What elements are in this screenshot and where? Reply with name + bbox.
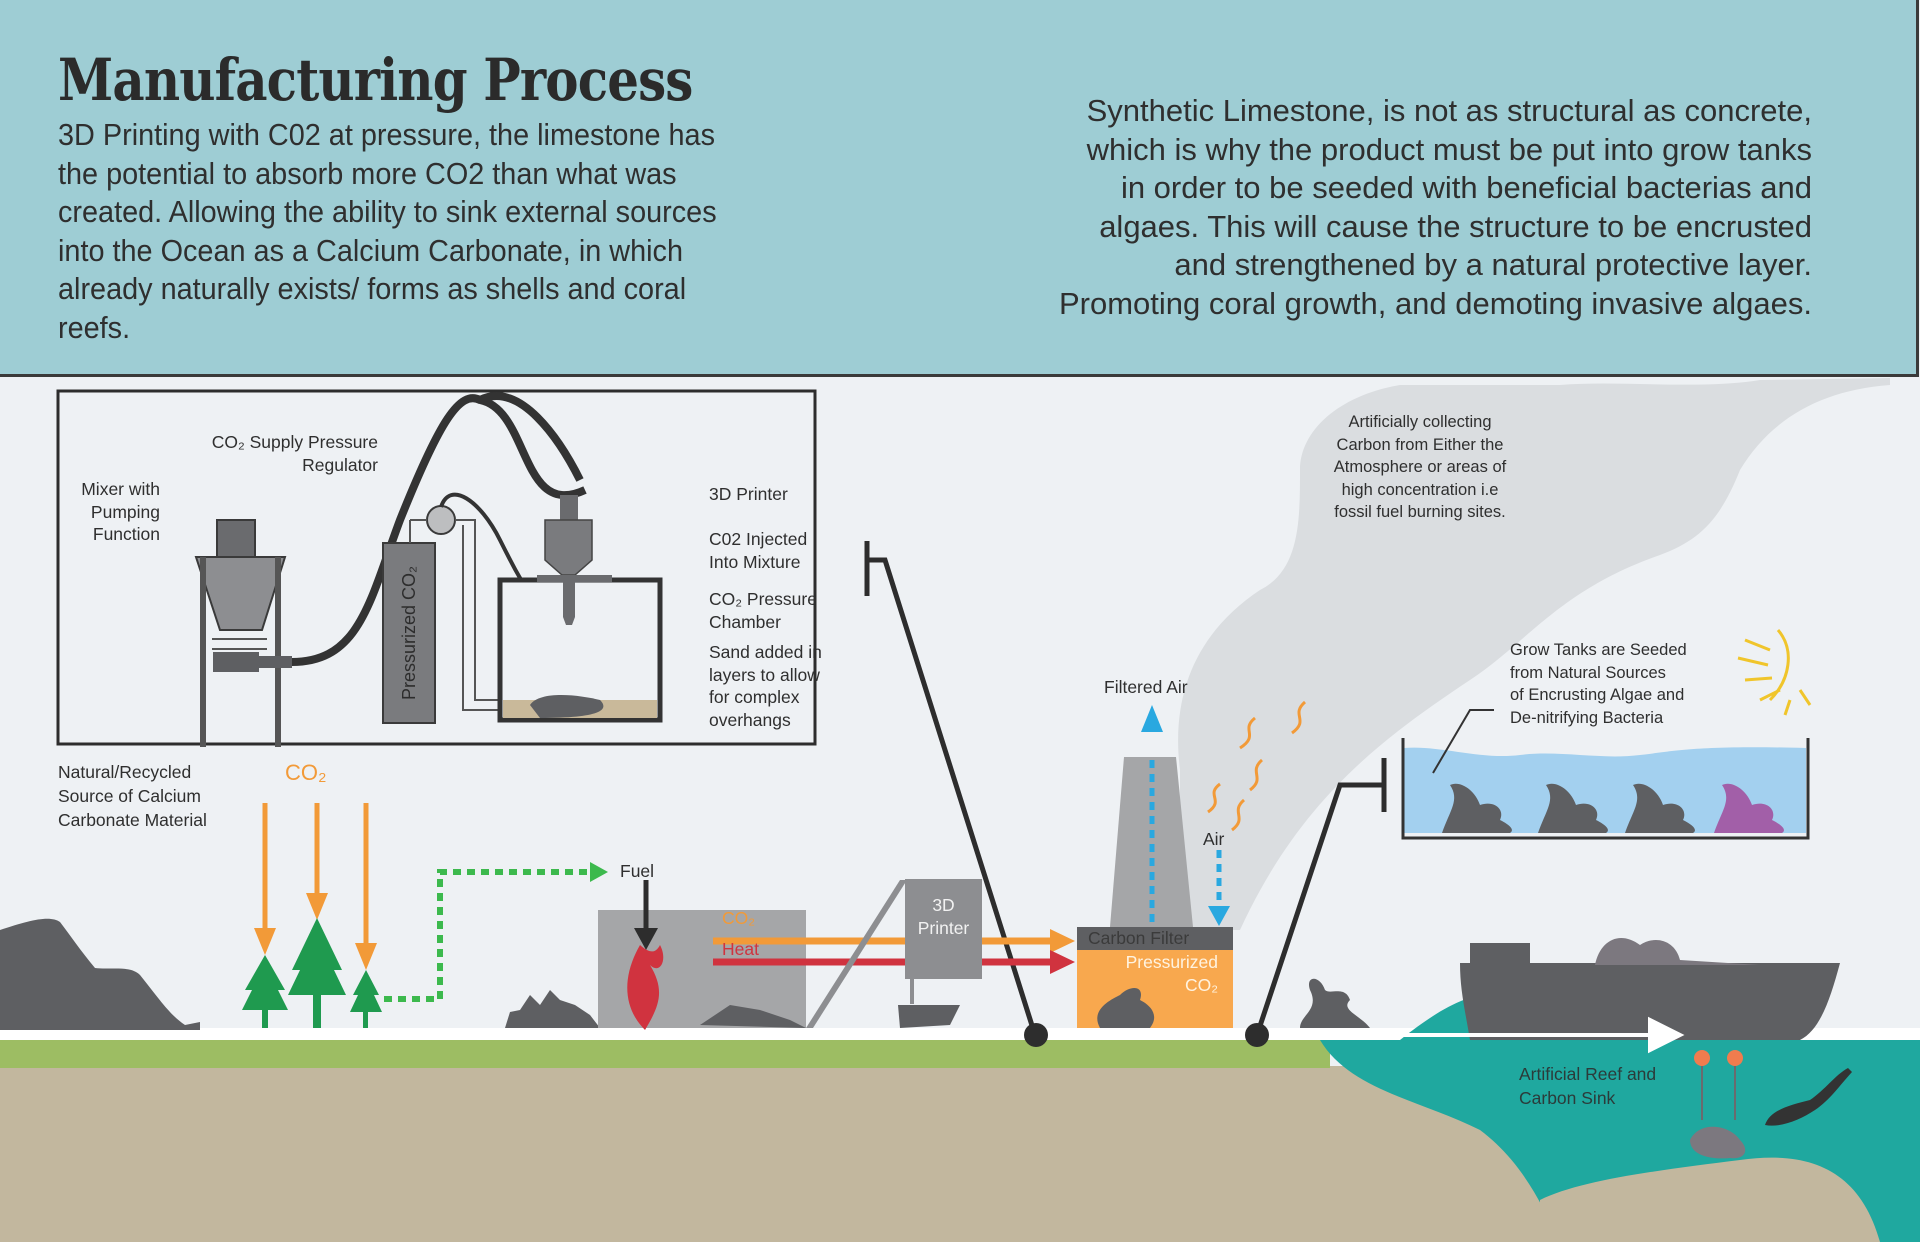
label-line: Function xyxy=(92,524,160,544)
label-line: high concentration i.e xyxy=(1341,480,1499,499)
ship-arrow xyxy=(1330,1016,1685,1054)
label-line: Carbon from Either the xyxy=(1336,435,1504,454)
page-title: Manufacturing Process xyxy=(58,46,693,114)
grass-strip xyxy=(0,1040,1330,1068)
label-line: of Encrusting Algae and xyxy=(1510,686,1685,704)
label-filtered-air: Filtered Air xyxy=(1104,677,1188,697)
label-line: Printer xyxy=(917,917,970,938)
tank-label: Pressurized CO₂ xyxy=(399,566,419,700)
chimney xyxy=(1110,757,1193,927)
label-line: Carbon Sink xyxy=(1519,1088,1616,1108)
connector-left xyxy=(864,541,1038,1036)
label-co2: CO₂ xyxy=(285,760,327,785)
rubble xyxy=(505,990,600,1028)
dotted-green-arrow xyxy=(384,869,590,1002)
connector-right xyxy=(1254,758,1387,1036)
label-line: Pumping xyxy=(90,501,160,522)
grow-tank xyxy=(1401,709,1810,840)
material-hose xyxy=(291,394,587,666)
label-co2-injected: C02 Injected Into Mixture xyxy=(709,528,807,573)
label-line: overhangs xyxy=(709,709,791,730)
label-line: from Natural Sources xyxy=(1510,663,1666,682)
label-fuel: Fuel xyxy=(620,861,655,881)
co2-arrows xyxy=(254,803,377,970)
label-printer-box: 3D Printer xyxy=(905,894,982,939)
intro-right-line: Promoting coral growth, and demoting inv… xyxy=(1058,285,1812,321)
label-line: for complex xyxy=(709,687,800,707)
label-line: Regulator xyxy=(302,454,378,475)
intro-left-text: 3D Printing with C02 at pressure, the li… xyxy=(58,117,717,345)
seabed xyxy=(1540,1157,1880,1242)
air-squiggles xyxy=(1207,700,1307,832)
label-3d-printer: 3D Printer xyxy=(709,484,788,504)
label-line: Source of Calcium xyxy=(58,786,201,806)
connector-dot xyxy=(1245,1023,1269,1047)
label-pressurized-co2: Pressurized CO₂ xyxy=(1080,951,1218,996)
label-pressure-chamber: CO₂ Pressure Chamber xyxy=(709,588,817,633)
header-panel: Manufacturing Process 3D Printing with C… xyxy=(0,0,1919,377)
intro-right-line: and strengthened by a natural protective… xyxy=(1174,247,1812,282)
label-line: C02 Injected xyxy=(709,529,808,549)
label-line: Natural/Recycled xyxy=(58,762,192,782)
label-line: Mixer with xyxy=(81,479,160,499)
label-source: Natural/Recycled Source of Calcium Carbo… xyxy=(58,760,207,832)
intro-right-line: Synthetic Limestone, is not as structura… xyxy=(1086,93,1812,128)
tree-icons xyxy=(242,918,382,1028)
carbon-filter xyxy=(1077,927,1233,950)
intro-right-line: which is why the product must be put int… xyxy=(1086,131,1812,167)
hill-silhouette xyxy=(0,918,200,1030)
label-line: Artificial Reef and xyxy=(1519,1064,1657,1084)
label-grow-tanks: Grow Tanks are Seeded from Natural Sourc… xyxy=(1510,639,1687,729)
label-mixer: Mixer with Pumping Function xyxy=(62,478,160,546)
label-line: 3D xyxy=(932,895,955,915)
pressure-chamber-icon xyxy=(497,495,663,723)
label-carbon-filter: Carbon Filter xyxy=(1088,928,1190,948)
label-line: layers to allow xyxy=(709,664,820,685)
buoy-icon xyxy=(1727,1050,1743,1066)
label-reef: Artificial Reef and Carbon Sink xyxy=(1519,1062,1656,1110)
label-line: CO₂ Supply Pressure xyxy=(211,432,378,452)
printer-box xyxy=(905,879,982,979)
label-regulator: CO₂ Supply Pressure Regulator xyxy=(190,431,378,476)
label-line: Grow Tanks are Seeded xyxy=(1510,641,1687,659)
label-line: Carbonate Material xyxy=(58,810,207,830)
label-kiln-co2: CO₂ xyxy=(722,908,756,928)
intro-right-text: Synthetic Limestone, is not as structura… xyxy=(972,92,1812,323)
label-collecting: Artificially collecting Carbon from Eith… xyxy=(1300,411,1540,524)
label-line: CO₂ xyxy=(1184,974,1218,995)
coral-icon xyxy=(1300,978,1370,1028)
label-line: De-nitrifying Bacteria xyxy=(1510,708,1664,727)
flame-icon xyxy=(627,945,664,1030)
label-line: Chamber xyxy=(709,611,781,632)
artificial-reef xyxy=(1690,1126,1746,1159)
co2-tank-icon: Pressurized CO₂ xyxy=(382,542,436,724)
label-line: Pressurized xyxy=(1125,952,1218,972)
label-air: Air xyxy=(1203,829,1225,849)
detail-panel xyxy=(56,389,817,746)
sun-icon xyxy=(1737,629,1812,716)
diver-icon xyxy=(1765,1068,1852,1126)
pressure-regulator-icon xyxy=(426,505,456,535)
label-sand: Sand added in layers to allow for comple… xyxy=(709,641,822,731)
ship-icon xyxy=(1460,937,1840,1040)
label-heat: Heat xyxy=(722,939,759,959)
intro-right-line: in order to be seeded with beneficial ba… xyxy=(1120,170,1812,205)
smoke-cloud xyxy=(1178,378,1890,930)
label-line: Sand added in xyxy=(709,642,822,662)
label-line: Into Mixture xyxy=(709,551,801,572)
label-line: Atmosphere or areas of xyxy=(1333,458,1507,476)
kiln xyxy=(598,910,806,1028)
label-line: CO₂ Pressure xyxy=(709,589,817,609)
label-line: Artificially collecting xyxy=(1348,413,1492,431)
intro-right-line: algaes. This will cause the structure to… xyxy=(1099,208,1812,244)
label-line: fossil fuel burning sites. xyxy=(1334,503,1506,521)
connector-dot xyxy=(1024,1023,1048,1047)
mixer-icon xyxy=(194,519,292,747)
buoy-icon xyxy=(1694,1050,1710,1066)
